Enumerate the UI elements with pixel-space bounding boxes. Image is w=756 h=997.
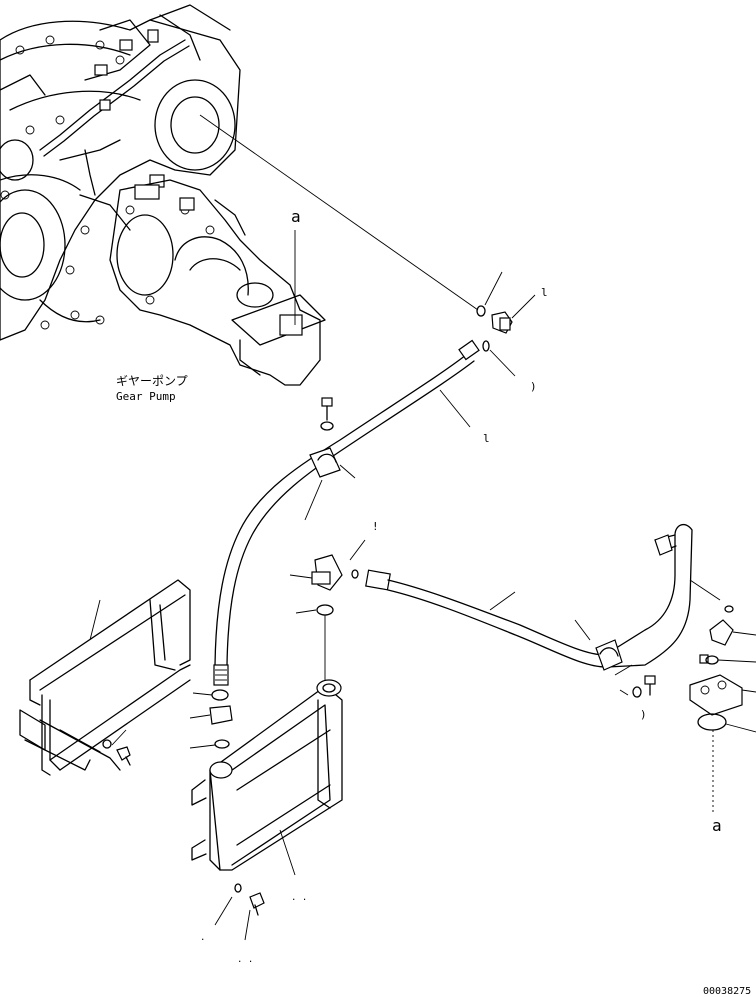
oil-cooler: . . [191, 679, 343, 903]
svg-text:. .: . . [237, 955, 253, 965]
gear-pump-label-jp: ギヤーポンプ [116, 374, 188, 388]
svg-text:l: l [483, 432, 490, 445]
pump-outlet-fittings: l ) [476, 271, 548, 393]
gear-pump-label-en: Gear Pump [116, 390, 176, 403]
center-valve: ! [289, 520, 379, 685]
svg-text:l: l [541, 286, 548, 299]
cooler-mount-bolt: . . . [200, 883, 265, 965]
lower-hose-clamp: ) [574, 619, 656, 721]
svg-text:): ) [530, 380, 537, 393]
right-fittings [689, 605, 756, 815]
transmission-housing [0, 4, 241, 341]
svg-text:): ) [640, 708, 647, 721]
svg-text:. .: . . [291, 893, 307, 903]
svg-text:!: ! [372, 520, 379, 533]
lower-hose [365, 523, 721, 668]
svg-text:.: . [200, 933, 205, 943]
cooler-bracket [19, 579, 191, 776]
callout-a-bottom: a [712, 816, 722, 835]
upper-hose-clamp [304, 397, 356, 521]
callout-a-top: a [291, 207, 301, 226]
drawing-number: 00038275 [703, 986, 751, 997]
cooler-inlet-fittings [189, 689, 233, 749]
upper-hose: l [213, 339, 490, 686]
gear-pump-assembly [79, 149, 326, 386]
